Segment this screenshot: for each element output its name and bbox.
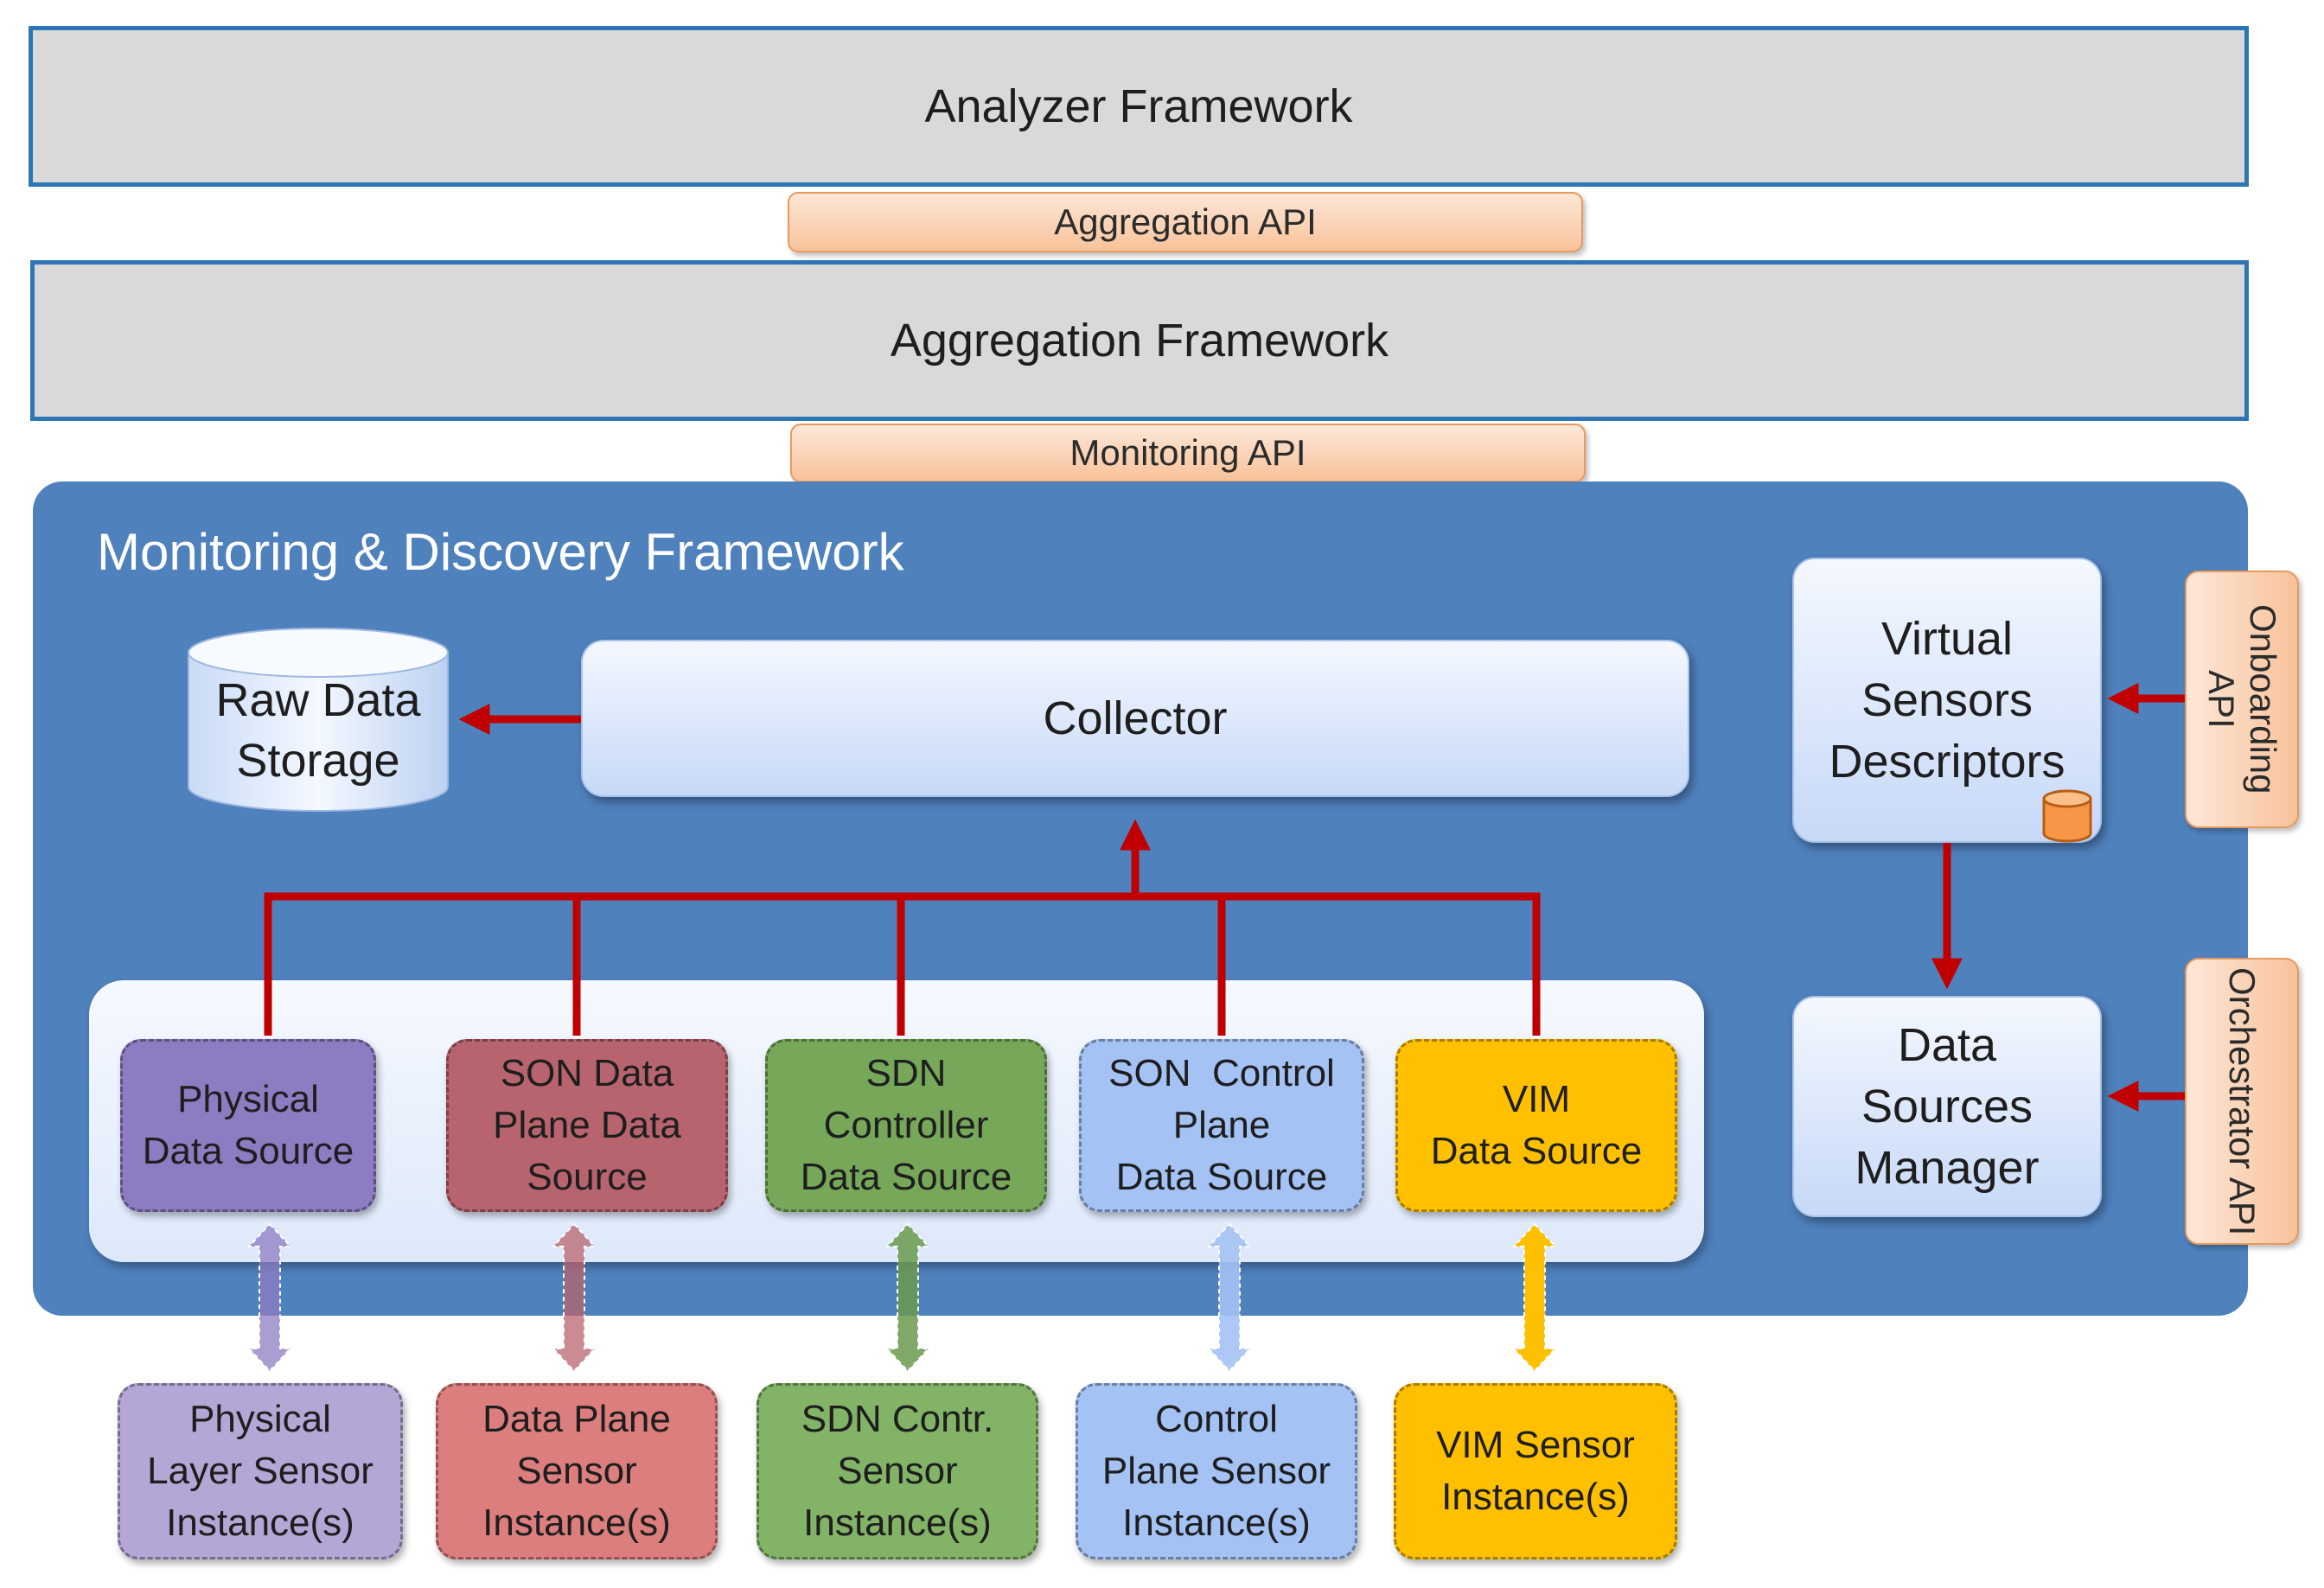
collector: Collector <box>581 640 1689 797</box>
raw-data-storage-label: Raw Data Storage <box>215 674 421 787</box>
data-plane-sensor-instances: Data Plane Sensor Instance(s) <box>436 1383 718 1559</box>
monitoring-discovery-framework-title: Monitoring & Discovery Framework <box>97 523 904 581</box>
physical-data-source: Physical Data Source <box>120 1039 376 1212</box>
physical-layer-sensor-instances: Physical Layer Sensor Instance(s) <box>118 1383 403 1559</box>
double-arrows <box>246 1222 1558 1373</box>
double-arrow-vim <box>1511 1222 1558 1373</box>
aggregation-framework-label: Aggregation Framework <box>890 315 1389 367</box>
aggregation-api: Aggregation API <box>788 192 1583 252</box>
sdn-contr-sensor-instances: SDN Contr. Sensor Instance(s) <box>757 1383 1038 1559</box>
aggregation-framework: Aggregation Framework <box>30 260 2249 421</box>
double-arrow-physical <box>246 1222 293 1373</box>
orchestrator-api: Orchestrator API <box>2185 958 2299 1245</box>
son-control-plane-data-source: SON Control Plane Data Source <box>1079 1039 1364 1212</box>
double-arrow-son-data-plane <box>551 1222 597 1373</box>
son-data-plane-data-source: SON Data Plane Data Source <box>446 1039 728 1212</box>
double-arrow-son-control-plane <box>1206 1222 1253 1373</box>
double-arrow-sdn <box>884 1222 931 1373</box>
raw-data-storage <box>188 628 449 812</box>
aggregation-api-label: Aggregation API <box>1054 201 1317 242</box>
collector-label: Collector <box>1043 692 1228 744</box>
database-icon <box>2042 789 2092 843</box>
monitoring-api-label: Monitoring API <box>1069 432 1306 473</box>
vim-data-source: VIM Data Source <box>1395 1039 1677 1212</box>
red-arrows <box>264 683 2185 1112</box>
onboarding-api-label: Onboarding API <box>2201 604 2283 794</box>
analyzer-framework: Analyzer Framework <box>29 26 2249 187</box>
monitoring-api: Monitoring API <box>790 424 1586 482</box>
onboarding-api: Onboarding API <box>2185 571 2299 828</box>
orchestrator-api-label: Orchestrator API <box>2222 966 2263 1236</box>
vim-sensor-instances: VIM Sensor Instance(s) <box>1394 1383 1677 1559</box>
sdn-controller-data-source: SDN Controller Data Source <box>765 1039 1047 1212</box>
data-sources-manager: Data Sources Manager <box>1792 996 2102 1217</box>
control-plane-sensor-instances: Control Plane Sensor Instance(s) <box>1076 1383 1357 1559</box>
analyzer-framework-label: Analyzer Framework <box>924 80 1353 132</box>
